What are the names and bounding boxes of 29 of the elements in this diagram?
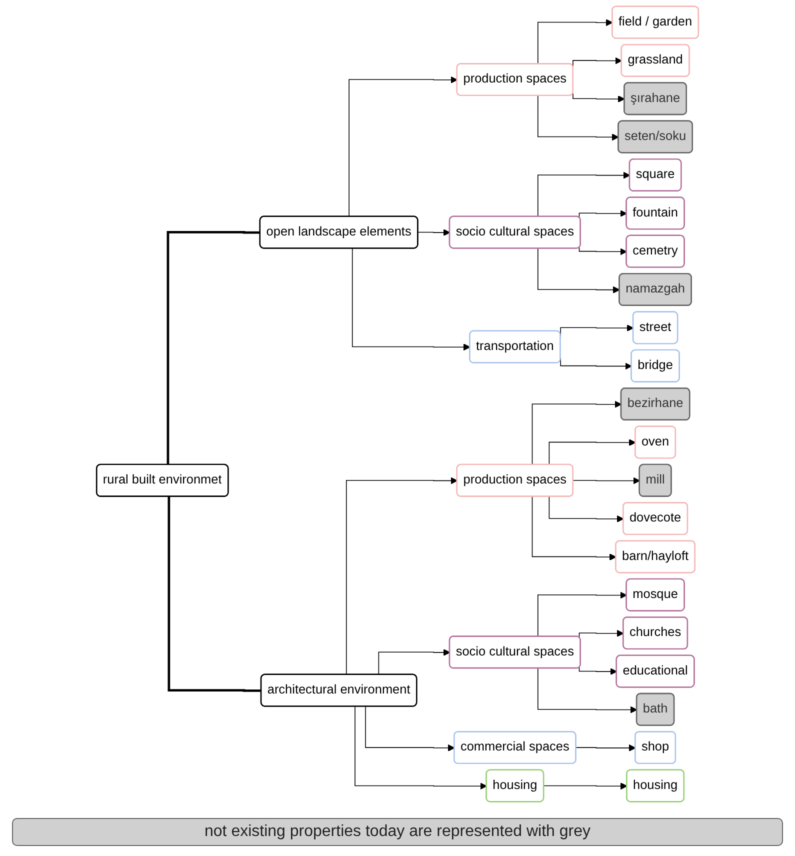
arrow — [572, 57, 622, 67]
arrow — [548, 439, 636, 466]
arrow — [418, 229, 450, 236]
arrow — [544, 782, 628, 790]
arrow — [538, 172, 630, 218]
arrow — [532, 496, 616, 561]
arrow — [576, 744, 636, 752]
arrow — [378, 648, 450, 676]
arrow — [538, 19, 613, 64]
arrow — [578, 667, 618, 676]
legend-text: not existing properties today are represented with grey — [204, 822, 592, 842]
arrow — [578, 630, 624, 638]
arrow — [348, 76, 458, 218]
arrow — [538, 248, 620, 294]
arrow — [572, 93, 625, 102]
arrow — [352, 248, 470, 351]
arrow — [578, 210, 627, 218]
arrow — [572, 477, 640, 484]
arrow — [538, 668, 638, 714]
arrow — [548, 496, 624, 522]
connector — [166, 231, 260, 465]
connector — [168, 496, 262, 692]
arrow — [538, 592, 627, 638]
arrow — [365, 706, 455, 752]
arrow — [354, 706, 487, 790]
arrow — [538, 95, 619, 141]
arrow — [578, 247, 627, 256]
arrow — [532, 400, 622, 466]
arrow — [346, 477, 458, 676]
